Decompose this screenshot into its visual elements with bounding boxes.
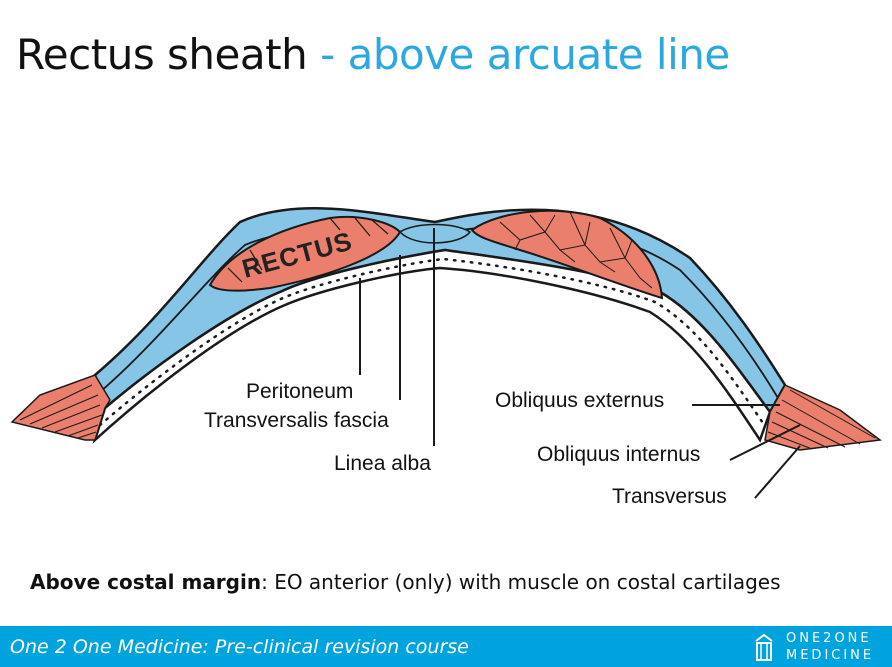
- leader-transversus: [754, 445, 801, 499]
- caption-rest: : EO anterior (only) with muscle on cost…: [261, 570, 781, 594]
- label-peritoneum: Peritoneum: [246, 380, 353, 403]
- logo-icon: [755, 633, 773, 661]
- footer-bar: One 2 One Medicine: Pre-clinical revisio…: [0, 626, 892, 667]
- caption: Above costal margin: EO anterior (only) …: [30, 570, 781, 594]
- caption-bold: Above costal margin: [30, 570, 262, 594]
- rectus-muscle-left: [208, 216, 402, 292]
- lateral-fibers-right: [767, 389, 876, 450]
- label-transversus: Transversus: [612, 485, 727, 508]
- rectus-muscle-right: [470, 209, 664, 300]
- label-transversalis-fascia: Transversalis fascia: [204, 409, 389, 432]
- label-linea-alba: Linea alba: [334, 452, 431, 475]
- logo-line2: MEDICINE: [786, 648, 875, 663]
- lateral-muscle-left: [10, 374, 111, 441]
- title-main: Rectus sheath: [16, 30, 308, 79]
- leader-obliquus-internus: [729, 424, 801, 461]
- brand-logo: ONE2ONE MEDICINE: [752, 630, 886, 664]
- dotted-line: [98, 257, 767, 428]
- logo-line1: ONE2ONE: [786, 631, 872, 646]
- label-obliquus-externus: Obliquus externus: [495, 389, 664, 412]
- footer-text: One 2 One Medicine: Pre-clinical revisio…: [10, 636, 469, 658]
- lateral-fibers-left: [19, 384, 103, 439]
- rectus-fibers-right: [499, 211, 653, 289]
- page-title: Rectus sheath - above arcuate line: [16, 30, 730, 79]
- label-obliquus-internus: Obliquus internus: [537, 443, 700, 466]
- lateral-muscle-right: [764, 384, 882, 451]
- rectus-fibers-left: [227, 217, 389, 283]
- title-sub: - above arcuate line: [320, 30, 730, 79]
- posterior-layer: [92, 248, 772, 445]
